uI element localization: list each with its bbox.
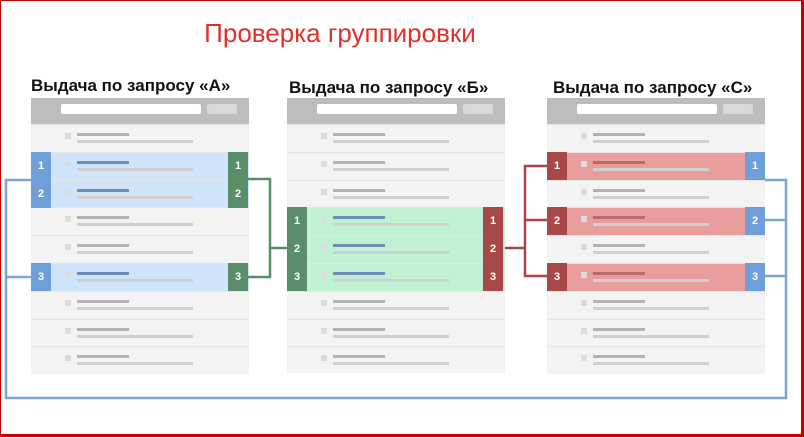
result-row — [287, 318, 505, 347]
tag-a-left-2: 2 — [31, 180, 51, 208]
green-connector-top — [248, 177, 272, 279]
result-row — [287, 151, 505, 180]
serp-b-title: Выдача по запросу «Б» — [289, 78, 489, 97]
search-button — [463, 104, 493, 114]
blue-loop-connector — [4, 178, 788, 400]
result-row — [287, 124, 505, 152]
result-row — [547, 207, 765, 236]
result-row — [31, 290, 249, 319]
result-row — [31, 151, 249, 180]
result-row — [547, 318, 765, 347]
result-row — [287, 207, 505, 236]
result-row — [547, 179, 765, 208]
result-row — [31, 124, 249, 152]
tag-a-right-2: 2 — [228, 180, 248, 208]
search-button — [207, 104, 237, 114]
serp-c — [547, 98, 765, 374]
result-row — [31, 235, 249, 263]
result-row — [31, 346, 249, 374]
tag-b-right-3: 3 — [483, 263, 503, 291]
result-row — [547, 262, 765, 291]
tag-a-left-1: 1 — [31, 152, 51, 180]
tag-c-right-1: 1 — [745, 152, 765, 180]
result-row — [287, 346, 505, 374]
result-row — [287, 179, 505, 208]
tag-c-left-3: 3 — [547, 263, 567, 291]
result-row — [547, 235, 765, 263]
serp-a — [31, 98, 249, 374]
result-row — [31, 207, 249, 235]
result-row — [287, 235, 505, 263]
serp-b — [287, 98, 505, 373]
serp-a-header — [31, 98, 249, 124]
result-row — [31, 318, 249, 347]
serp-a-title: Выдача по запросу «А» — [31, 76, 231, 95]
tag-b-left-3: 3 — [287, 263, 307, 291]
result-row — [547, 151, 765, 180]
tag-b-right-1: 1 — [483, 207, 503, 235]
tag-c-left-1: 1 — [547, 152, 567, 180]
serp-c-header — [547, 98, 765, 124]
result-row — [547, 124, 765, 152]
result-row — [31, 262, 249, 291]
search-button — [723, 104, 753, 114]
slide-title: Проверка группировки — [204, 18, 476, 48]
frame-edge-bottom — [0, 435, 804, 437]
tag-a-right-3: 3 — [228, 263, 248, 291]
tag-a-right-1: 1 — [228, 152, 248, 180]
tag-c-left-2: 2 — [547, 207, 567, 235]
result-row — [287, 262, 505, 291]
tag-b-left-1: 1 — [287, 207, 307, 235]
search-bar — [577, 104, 717, 114]
result-row — [31, 179, 249, 208]
result-row — [547, 346, 765, 374]
search-bar — [61, 104, 201, 114]
result-row — [547, 290, 765, 319]
frame-edge-right — [801, 0, 804, 437]
serp-b-header — [287, 98, 505, 124]
result-row — [287, 290, 505, 319]
tag-b-right-2: 2 — [483, 235, 503, 263]
search-bar — [317, 104, 457, 114]
tag-c-right-3: 3 — [745, 263, 765, 291]
serp-c-title: Выдача по запросу «С» — [553, 78, 753, 97]
tag-b-left-2: 2 — [287, 235, 307, 263]
tag-a-left-3: 3 — [31, 263, 51, 291]
tag-c-right-2: 2 — [745, 207, 765, 235]
